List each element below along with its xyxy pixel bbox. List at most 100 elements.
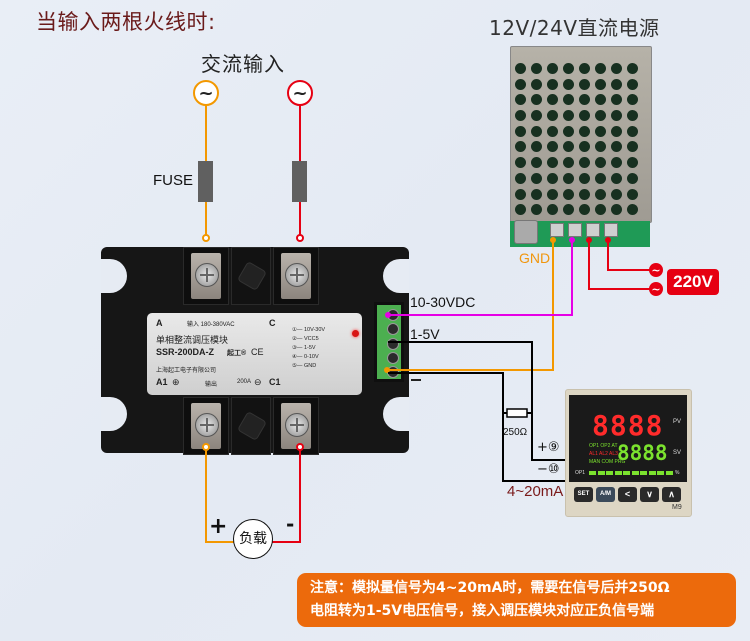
bar-segment	[648, 471, 656, 475]
label-a1: A1	[156, 377, 168, 387]
indicator-row: AL1 AL2 AL3	[589, 451, 618, 457]
label-current: 200A	[237, 379, 252, 385]
pv-label: PV	[673, 419, 682, 425]
down-button[interactable]: ∨	[640, 487, 659, 502]
ssr-body: A 输入 180-380VAC C 单相整流调压模块 SSR-200DA-Z 起…	[101, 247, 409, 455]
vent-hole	[611, 78, 622, 90]
vent-hole	[579, 172, 590, 184]
ce-mark: CE	[251, 347, 264, 357]
pin-label: ②— VCC5	[292, 336, 319, 342]
vent-hole	[531, 94, 542, 106]
terminal-c	[273, 247, 319, 305]
vent-hole	[515, 172, 526, 184]
vent-hole	[595, 188, 606, 200]
vent-hole	[595, 78, 606, 90]
vent-hole	[627, 110, 638, 122]
terminal-c1	[273, 397, 319, 455]
resistor-icon	[506, 408, 528, 418]
vent-hole	[595, 63, 606, 74]
bar-segment	[614, 471, 622, 475]
mains-voltage-badge: 220V	[667, 269, 719, 295]
vent-hole	[611, 63, 622, 74]
mains-wire-1	[588, 240, 650, 290]
bar-segment	[623, 471, 630, 475]
vent-hole	[611, 125, 622, 137]
vent-hole	[531, 78, 542, 90]
label-c1: C1	[269, 377, 281, 387]
vent-hole	[627, 125, 638, 137]
indicator-row: OP1 OP2 AT	[589, 443, 618, 449]
gnd-wire	[387, 240, 554, 371]
sv-display: 8888	[617, 441, 668, 465]
mount-notch	[383, 259, 409, 293]
sv-label: SV	[673, 450, 682, 456]
temperature-controller: 8888 PV 8888 SV OP1 OP2 AT AL1 AL2 AL3 M…	[565, 389, 692, 517]
vent-hole	[627, 172, 638, 184]
vent-hole	[531, 141, 542, 153]
vent-hole	[627, 94, 638, 106]
vent-hole	[627, 63, 638, 74]
pv-display: 8888	[592, 409, 664, 442]
pin-label: ⑤— GND	[292, 363, 317, 369]
vent-hole	[515, 204, 526, 216]
load-wire-negative	[271, 450, 301, 543]
terminal-a	[183, 247, 229, 305]
label-product-name: 单相整流调压模块	[156, 335, 229, 345]
auto-manual-button[interactable]: A/M	[596, 487, 615, 502]
controller-model: M9	[672, 504, 682, 511]
vent-hole	[579, 157, 590, 169]
svg-text:~: ~	[651, 283, 660, 296]
vent-hole	[627, 188, 638, 200]
up-button[interactable]: ∧	[662, 487, 681, 502]
vent-hole	[531, 157, 542, 169]
label-model: SSR-200DA-Z	[156, 347, 215, 357]
psu-ground-screw	[514, 220, 538, 244]
vent-hole	[547, 78, 558, 90]
bar-segment	[665, 471, 673, 475]
tilde-icon: ~	[198, 83, 213, 104]
vent-hole	[563, 157, 574, 169]
vent-hole	[531, 125, 542, 137]
vent-hole	[611, 157, 622, 169]
vent-hole	[515, 110, 526, 122]
tilde-icon: ~	[292, 83, 307, 104]
vent-hole	[595, 125, 606, 137]
mount-notch	[101, 397, 127, 431]
vent-hole	[627, 204, 638, 216]
vent-hole	[563, 110, 574, 122]
psu-title: 12V/24V直流电源	[489, 16, 660, 40]
bar-segment	[589, 471, 596, 475]
fuse-icon	[292, 161, 307, 202]
ac-input-label: 交流输入	[201, 52, 285, 76]
ssr-label-plate: A 输入 180-380VAC C 单相整流调压模块 SSR-200DA-Z 起…	[147, 313, 362, 395]
label-brand: 起工®	[227, 350, 247, 357]
vent-hole	[579, 63, 590, 74]
vent-hole	[515, 63, 526, 74]
pin-2	[387, 323, 399, 335]
label-output: 输出	[205, 382, 218, 388]
vent-hole	[547, 188, 558, 200]
vent-hole	[611, 94, 622, 106]
signal-label: 1-5V	[410, 326, 440, 342]
left-button[interactable]: <	[618, 487, 637, 502]
vent-hole	[579, 204, 590, 216]
fuse-icon	[198, 161, 213, 202]
page-title: 当输入两根火线时:	[36, 10, 216, 34]
vent-hole	[627, 157, 638, 169]
terminal-9-label: +⑨	[537, 440, 560, 455]
set-button[interactable]: SET	[574, 487, 593, 502]
bar-unit: %	[675, 470, 680, 476]
vent-hole	[627, 78, 638, 90]
pin-label: ④— 0-10V	[292, 354, 319, 360]
label-input-rating: 输入 180-380VAC	[187, 322, 235, 328]
pin-label: ①— 10V-30V	[292, 327, 326, 333]
note-box: 注意：模拟量信号为4~20mA时，需要在信号后并250Ω 电阻转为1-5V电压信…	[297, 573, 736, 627]
vent-hole	[627, 141, 638, 153]
gnd-label: GND	[519, 250, 551, 266]
current-signal-label: 4~20mA	[507, 483, 564, 500]
vent-hole	[563, 188, 574, 200]
vent-hole	[531, 188, 542, 200]
vent-hole	[563, 141, 574, 153]
vent-hole	[579, 94, 590, 106]
